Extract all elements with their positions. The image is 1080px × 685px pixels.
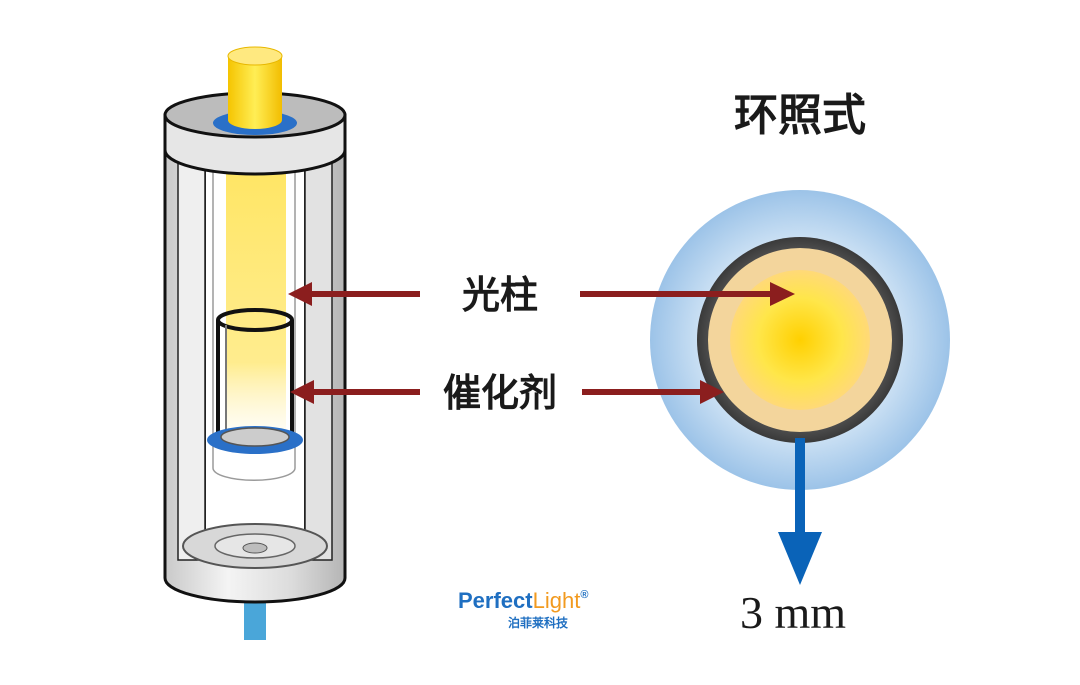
light-rod-top: [227, 46, 283, 66]
catalyst-sleeve-top: [216, 308, 294, 332]
light-column-label: 光柱: [462, 273, 538, 317]
scale-arrow-shaft: [795, 438, 805, 538]
left-strut: [177, 149, 206, 561]
logo-brand-second: Light: [533, 588, 581, 613]
title-label: 环照式: [734, 90, 866, 141]
right-strut: [304, 149, 333, 561]
logo-wordmark: PerfectLight®: [458, 588, 588, 613]
cross-section: [650, 190, 950, 490]
arrow-catalyst-right-head: [700, 380, 724, 404]
inner-glass-tube: [212, 169, 296, 482]
holder-inner: [220, 427, 290, 447]
bottom-hole: [242, 542, 268, 554]
reactor-illustration: [163, 46, 347, 640]
scale-arrow: [778, 438, 822, 585]
logo-registered: ®: [580, 589, 588, 601]
arrow-light-right-head: [770, 282, 795, 306]
outlet-pipe: [244, 600, 266, 640]
light-core: [730, 270, 870, 410]
light-rod: [228, 56, 282, 129]
logo-brand-first: Perfect: [458, 588, 533, 613]
perfectlight-logo: PerfectLight® 泊菲莱科技: [458, 588, 588, 630]
arrow-light-left-head: [288, 282, 312, 306]
arrows: [288, 282, 795, 404]
logo-subtitle: 泊菲莱科技: [508, 615, 569, 630]
catalyst-label: 催化剂: [443, 371, 557, 415]
light-column: [226, 160, 286, 430]
scale-arrow-head: [778, 532, 822, 585]
scale-label: 3 mm: [740, 587, 846, 638]
arrow-catalyst-left-head: [290, 380, 314, 404]
